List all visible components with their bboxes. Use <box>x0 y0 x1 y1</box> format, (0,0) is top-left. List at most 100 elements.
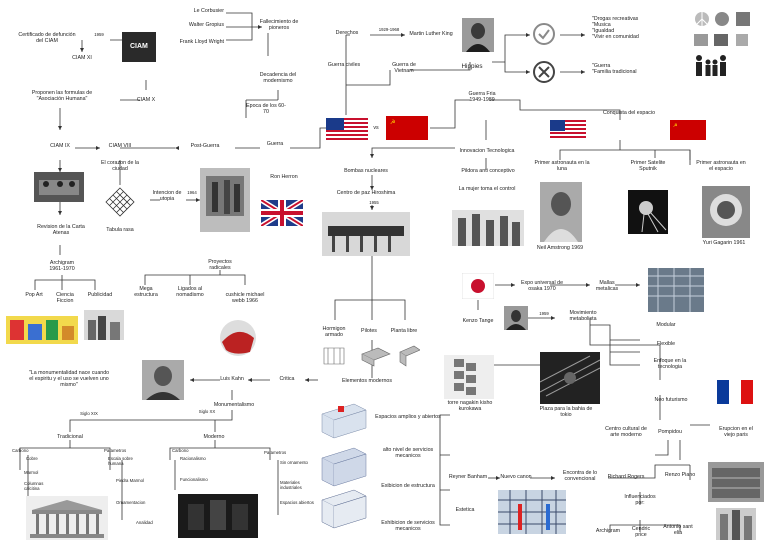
node-neo-futurismo: Neo futurismo <box>654 397 688 403</box>
node-piedra: Piedra Marmol <box>116 478 144 483</box>
node-siglo-xix: Siglo XIX <box>80 411 98 416</box>
node-hormigon: Hormigon armado <box>322 326 346 338</box>
node-nuevo-canon: Nuevo canon <box>500 474 532 480</box>
yuri-gagarin-photo <box>702 186 750 238</box>
node-exhibicion-2: Exhibicion de servicios mecanicos <box>381 520 435 532</box>
node-hippies: Hippies <box>461 63 483 70</box>
mlk-portrait-image <box>462 18 494 52</box>
neil-armstrong-photo <box>540 182 582 242</box>
node-epoca: Epoca de los 60-70 <box>246 103 286 115</box>
node-tradicional: Tradicional <box>57 434 83 440</box>
node-satelite: Primer Satelite Sputnik <box>630 160 666 172</box>
node-year-1964: 1964 <box>187 190 197 195</box>
node-ciam-ix: CIAM IX <box>50 143 70 149</box>
node-plaza: Plaza para la bahia de tokio <box>539 406 593 418</box>
node-fallecimiento: Fallecimiento de pioneros <box>259 19 299 31</box>
cushicle-image <box>220 320 256 356</box>
louis-kahn-photo <box>142 360 184 400</box>
ciam-logo-label: CIAM <box>130 43 148 50</box>
node-vs: vs <box>373 125 379 131</box>
uk-flag-image <box>261 200 303 226</box>
node-materiales: Materiales industriales <box>280 480 302 490</box>
usa-flag-small-image <box>550 120 586 140</box>
node-flexible: Flexible <box>656 341 676 347</box>
node-elementos: Elementos modernos <box>341 378 393 384</box>
sant-elia-image <box>716 508 756 540</box>
node-proponen: Proponen las formulas de "Asociación Hum… <box>31 90 93 102</box>
ciam-meeting-photo <box>34 172 84 202</box>
kenzo-tange-photo <box>504 306 528 330</box>
node-siglo-xx: Siglo XX <box>198 409 216 414</box>
node-year-1959b: 1959 <box>539 311 549 316</box>
node-carbono-2: Carbono <box>172 448 189 453</box>
ussr-flag-image: ☭ <box>386 116 428 140</box>
node-columnas: Columnas calcitina <box>24 481 44 491</box>
parthenon-image <box>26 496 108 540</box>
cross-circle-icon <box>533 61 555 83</box>
node-innovacion: Innovacion Tecnologica <box>459 148 515 154</box>
ciam-logo-image: CIAM <box>122 32 156 62</box>
node-exhibicion: Exibicion de estructura <box>381 483 435 489</box>
node-publicidad: Publicidad <box>87 292 113 298</box>
node-alto-nivel: alto nivel de servicios mecanicos <box>382 447 434 459</box>
node-guerra-familia: "Guerra "Familia tradicional <box>592 63 637 75</box>
node-funcionalismo: Funcionalismo <box>180 477 208 482</box>
node-analidad: Analidad <box>136 520 153 525</box>
women-protest-image <box>452 210 524 246</box>
node-cushicle: cushicle michael webb 1966 <box>225 292 265 304</box>
tabula-rasa-grid-image <box>105 187 135 217</box>
node-encontra: Encontra de lo convencional <box>562 470 598 482</box>
node-pilotes: Pilotes <box>361 328 377 334</box>
tokyo-bay-plan-image <box>540 352 600 404</box>
node-torre: torre nagakin kisho kurokawa <box>447 400 493 412</box>
node-revision: Revision de la Carta Atenas <box>37 224 85 236</box>
hiroshima-building-image <box>322 212 410 256</box>
node-ciam-x: CIAM X <box>136 97 156 103</box>
node-reyner: Reyner Banham <box>448 474 488 480</box>
node-pop-art: Pop Art <box>25 292 43 298</box>
node-archigram: Archigram 1961-1970 <box>49 260 75 272</box>
node-mlk: Martin Luther King <box>409 31 453 37</box>
node-racionalismo: Racionalismo <box>180 456 206 461</box>
node-guerra: Guerra <box>266 141 284 147</box>
node-nomadismo: Ligados al nomadismo <box>176 286 204 298</box>
node-vietnam: Guerra de Vietnam <box>392 62 416 74</box>
node-year-1955: 1955 <box>369 200 379 205</box>
node-guerra-fria: Guerra Fria 1949-1989 <box>468 91 496 103</box>
node-kahn: Luis Kahn <box>220 376 244 382</box>
usa-flag-image <box>326 118 368 140</box>
pompidou-diagrams-image <box>321 403 367 529</box>
node-parametros-1: Parametros <box>104 448 127 453</box>
node-metabolista: Movimiento metabolista <box>569 310 597 322</box>
node-astronauta-espacio: Primer astronauta en el espacio <box>696 160 746 172</box>
old-paris-image <box>708 462 764 502</box>
node-ciam-xi: CIAM XI <box>72 55 92 61</box>
node-marmol: Marmol <box>24 470 39 475</box>
node-year-1959: 1959 <box>94 32 104 37</box>
node-piano: Renzo Piano <box>664 472 696 478</box>
node-rogers: Richard Rogers <box>607 474 645 480</box>
node-neil: Neil Amstrong 1969 <box>536 245 584 251</box>
node-archigram-2: Archigram <box>595 528 621 534</box>
node-kahn-quote: "La monumentalidad nace cuando el espiri… <box>28 370 110 388</box>
node-mega: Mega estructura <box>134 286 158 298</box>
node-centro-cultural: Centro cultural de arte moderno <box>605 426 647 438</box>
node-pompidou: Pompidou <box>658 429 682 435</box>
node-moderno: Moderno <box>203 434 225 440</box>
node-cedric: Cendric price <box>631 526 651 538</box>
node-wright: Frank Lloyd Wright <box>179 39 224 45</box>
node-sin-ornamento: Sin ornamento <box>280 460 308 465</box>
node-ron-herron: Ron Herron <box>270 174 298 180</box>
node-drogas-list: "Drogas recreativas "Musica "Igualdad "V… <box>592 16 639 40</box>
node-gropius: Walter Gropius <box>188 22 224 28</box>
node-critica: Critica <box>279 376 295 382</box>
node-conquista: Conquista del espacio <box>602 110 656 116</box>
family-icon <box>696 55 726 76</box>
japan-flag-image <box>462 273 494 299</box>
node-year-1929: 1929-1968 <box>378 27 400 32</box>
node-derechos: Derechos <box>335 30 359 36</box>
node-tabula: Tabula rasa <box>106 227 134 233</box>
node-intencion: Intencion de utopia <box>152 190 182 202</box>
